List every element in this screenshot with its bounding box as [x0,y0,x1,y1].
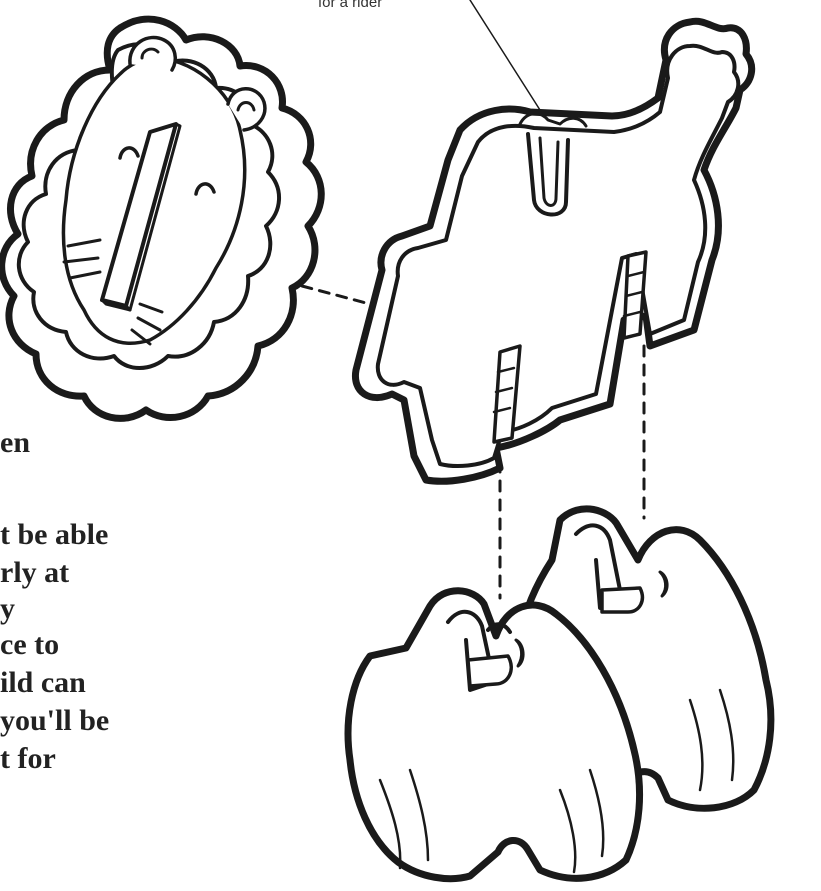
body-text-line-2: t be able [0,520,108,550]
lion-head-piece [2,19,322,418]
animal-body-piece [355,21,751,481]
body-text-line-5: ce to [0,630,59,660]
body-text-line-3: rly at [0,558,69,588]
body-text-line-4: y [0,594,15,624]
callout-leader [470,0,540,110]
body-text-line-1: en [0,428,30,458]
callout-caption: for a rider [318,0,382,11]
body-front-face [378,46,738,466]
rider-slot [528,134,568,215]
body-text-line-8: t for [0,744,56,774]
body-text-line-7: you'll be [0,706,109,736]
body-text-line-6: ild can [0,668,86,698]
